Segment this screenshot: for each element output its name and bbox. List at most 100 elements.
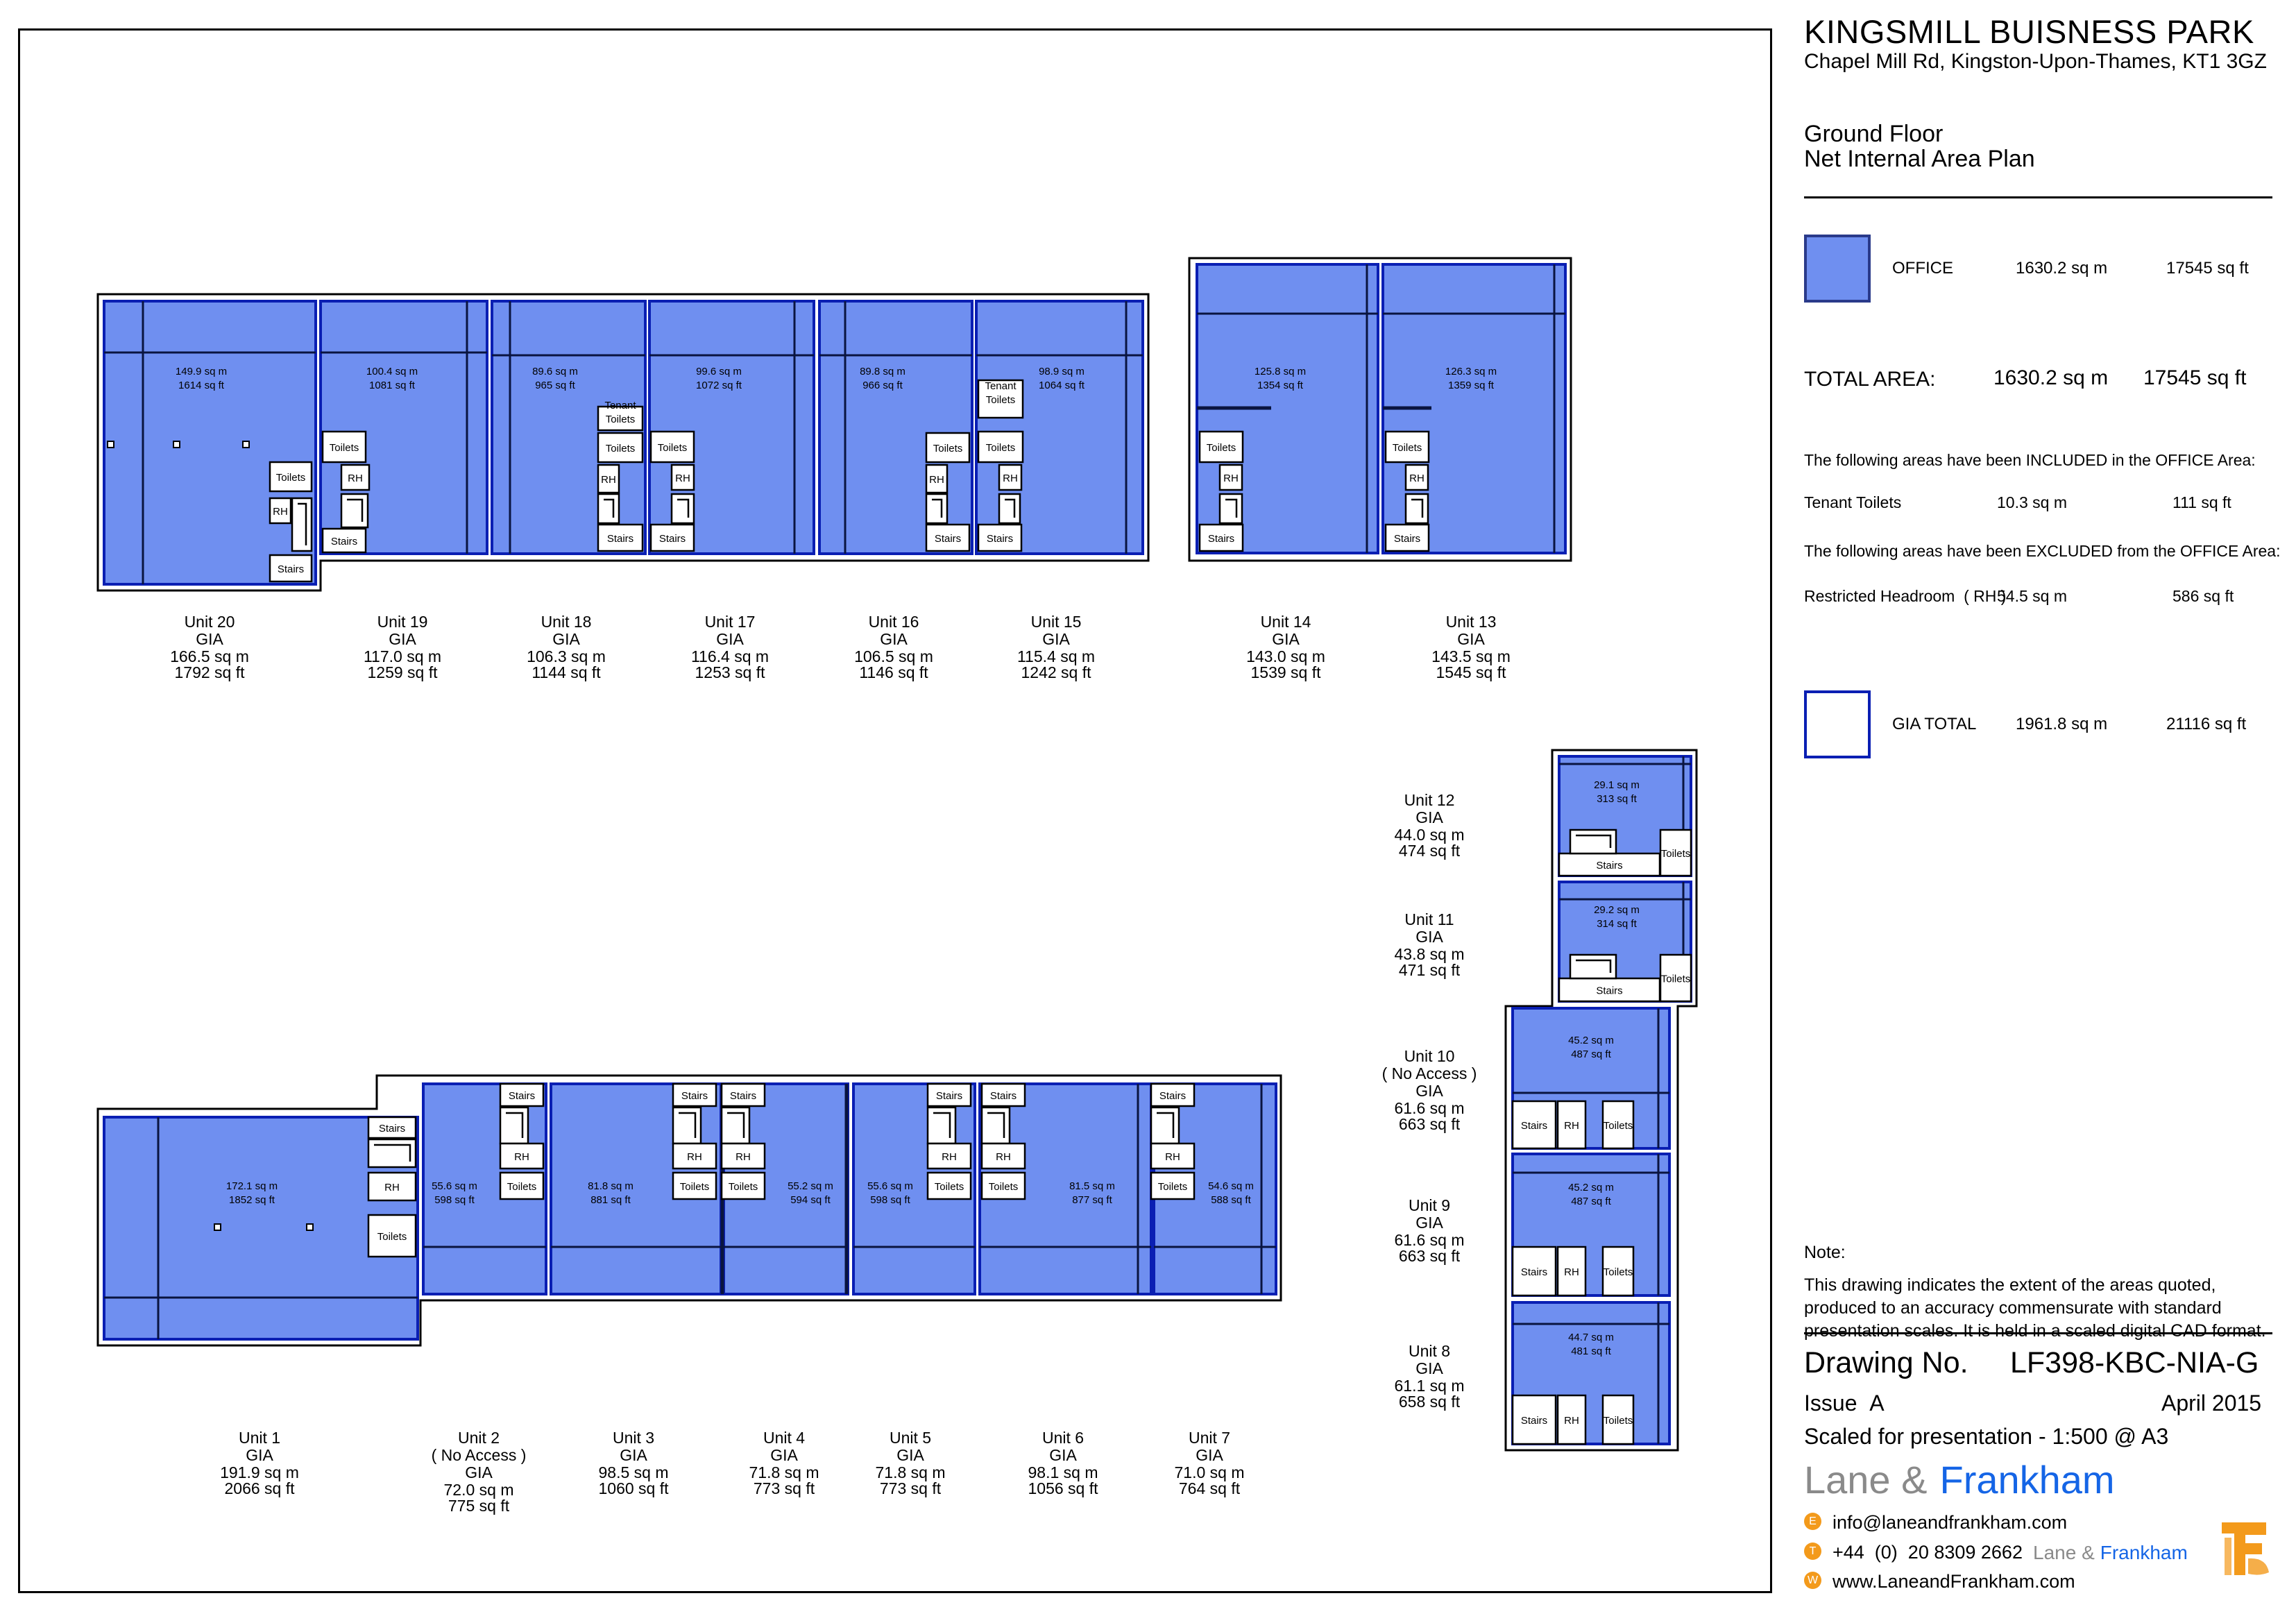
gia-sqm: 1961.8 sq m [2016,715,2108,733]
unit-14-toilets-label: Toilets [1207,442,1236,454]
unit-16-summary-gia: GIA [880,630,908,648]
unit-9-summary-title: Unit 9 [1409,1196,1450,1214]
unit-18-tenant-toilets-label: Toilets [606,414,636,425]
unit-16-nia-sqft: 966 sq ft [862,380,903,391]
unit-11-stairs-label: Stairs [1596,985,1622,997]
unit-1-toilets [367,1214,417,1258]
unit-9-toilets [1601,1246,1635,1297]
unit-9-toilets-label: Toilets [1604,1266,1633,1278]
unit-18-stairs [597,523,644,552]
unit-20-stairs-label: Stairs [278,563,304,575]
unit-20-toilets-label: Toilets [276,472,306,484]
unit-16-summary-title: Unit 16 [869,613,919,631]
unit-9-summary-gia: GIA [1415,1214,1443,1232]
issue: Issue A [1804,1391,1885,1416]
unit-7-summary-gia-sqft: 764 sq ft [1179,1479,1241,1497]
unit-9-stairs [1511,1246,1557,1297]
column-b0 [214,1223,221,1231]
unit-2-summary-gia-sqft: 775 sq ft [448,1497,510,1515]
unit-6-summary-gia-sqft: 1056 sq ft [1028,1479,1098,1497]
unit-12-nia-sqm: 29.1 sq m [1594,779,1640,791]
unit-3a-rh-label: RH [687,1151,702,1163]
unit-6-rh [980,1142,1026,1170]
unit-12-toilets [1659,829,1692,877]
unit-4-toilets [720,1171,766,1200]
unit-20-nia-sqm: 149.9 sq m [176,366,227,377]
logo-lane: Lane & [1804,1458,1928,1502]
included-sqm: 10.3 sq m [1997,493,2067,511]
unit-11-nia-sqft: 314 sq ft [1597,918,1637,930]
unit-8-toilets [1601,1394,1635,1445]
unit-18-toilets-label: Toilets [606,443,636,454]
included-sqft: 111 sq ft [2172,493,2231,511]
unit-15-tenant-toilets-label: Toilets [986,394,1016,406]
unit-1-summary-gia-sqft: 2066 sq ft [224,1479,295,1497]
unit-13-summary-gia: GIA [1457,630,1485,648]
unit-7-stairs-label: Stairs [1159,1090,1186,1102]
unit-9-summary-gia-sqft: 663 sq ft [1399,1247,1461,1265]
unit-14-summary-gia-sqft: 1539 sq ft [1250,663,1321,681]
unit-10-summary-gia: GIA [1415,1082,1443,1100]
unit-15-nia-sqft: 1064 sq ft [1039,380,1085,391]
unit-3-summary-gia: GIA [620,1446,647,1464]
unit-7-nia-sqm: 54.6 sq m [1208,1180,1254,1192]
unit-2-nia-sqm: 55.6 sq m [432,1180,477,1192]
unit-18-nia-sqft: 965 sq ft [535,380,575,391]
unit-5-toilets [926,1171,972,1200]
unit-17-stairs [649,523,695,552]
total-area-sqft: 17545 sq ft [2143,366,2247,389]
unit-3a-stair-run [672,1106,702,1145]
unit-2-toilets-label: Toilets [507,1181,537,1193]
unit-9-rh-label: RH [1564,1266,1579,1278]
unit-14-summary-gia-sqm: 143.0 sq m [1246,647,1325,665]
unit-10-summary-title: Unit 10 [1404,1047,1455,1065]
unit-19-toilets [321,430,367,464]
unit-20-rh-label: RH [273,506,288,518]
unit-5-nia-sqft: 598 sq ft [870,1194,910,1206]
unit-20-summary-gia: GIA [196,630,223,648]
unit-10-toilets-label: Toilets [1604,1120,1633,1132]
unit-14-summary-gia: GIA [1272,630,1300,648]
unit-14-rh [1218,464,1243,491]
unit-17-summary-title: Unit 17 [705,613,756,631]
unit-17-summary-gia-sqft: 1253 sq ft [695,663,765,681]
gia-sqft: 21116 sq ft [2166,715,2247,733]
unit-15-tenant-toilets-label: Tenant [985,380,1017,392]
unit-10-summary-gia-sqm: 61.6 sq m [1395,1099,1465,1117]
unit-12-stair-run [1569,829,1617,855]
unit-4-summary-title: Unit 4 [763,1429,805,1447]
unit-14-rh-label: RH [1223,473,1239,484]
unit-14-nia-sqm: 125.8 sq m [1255,366,1306,377]
unit-19-stair-run [340,493,369,529]
unit-1-summary-title: Unit 1 [239,1429,280,1447]
unit-19-summary-gia-sqm: 117.0 sq m [364,647,441,665]
unit-7-toilets-label: Toilets [1158,1181,1188,1193]
unit-14-summary-title: Unit 14 [1261,613,1311,631]
unit-20-summary-gia-sqft: 1792 sq ft [174,663,245,681]
unit-20-stairs [269,554,313,583]
unit-18-rh-label: RH [601,474,616,486]
unit-7-summary-title: Unit 7 [1189,1429,1230,1447]
contact-phone[interactable]: T+44 (0) 20 8309 2662 [1804,1542,2023,1563]
unit-12-nia-sqft: 313 sq ft [1597,793,1637,805]
unit-4-summary-gia-sqft: 773 sq ft [754,1479,815,1497]
drawing-divider [1804,1332,2272,1334]
unit-17-toilets [649,430,695,464]
unit-2-summary-gia-sqm: 72.0 sq m [444,1481,514,1499]
unit-19-stairs [321,527,367,554]
unit-7-summary-gia: GIA [1196,1446,1223,1464]
unit-2-nia-sqft: 598 sq ft [434,1194,475,1206]
unit-4-stair-run [720,1106,751,1145]
unit-3a-toilets [672,1171,717,1200]
unit-6-stair-run [980,1106,1011,1145]
unit-1-office [103,1116,419,1341]
unit-18-tenant-toilets [597,405,644,432]
unit-9-nia-sqft: 487 sq ft [1571,1196,1611,1207]
unit-16-summary-gia-sqm: 106.5 sq m [854,647,933,665]
unit-6-summary-gia: GIA [1049,1446,1077,1464]
unit-4-summary-gia-sqm: 71.8 sq m [749,1463,819,1481]
unit-19-rh [340,464,371,491]
unit-13-rh [1404,464,1429,491]
